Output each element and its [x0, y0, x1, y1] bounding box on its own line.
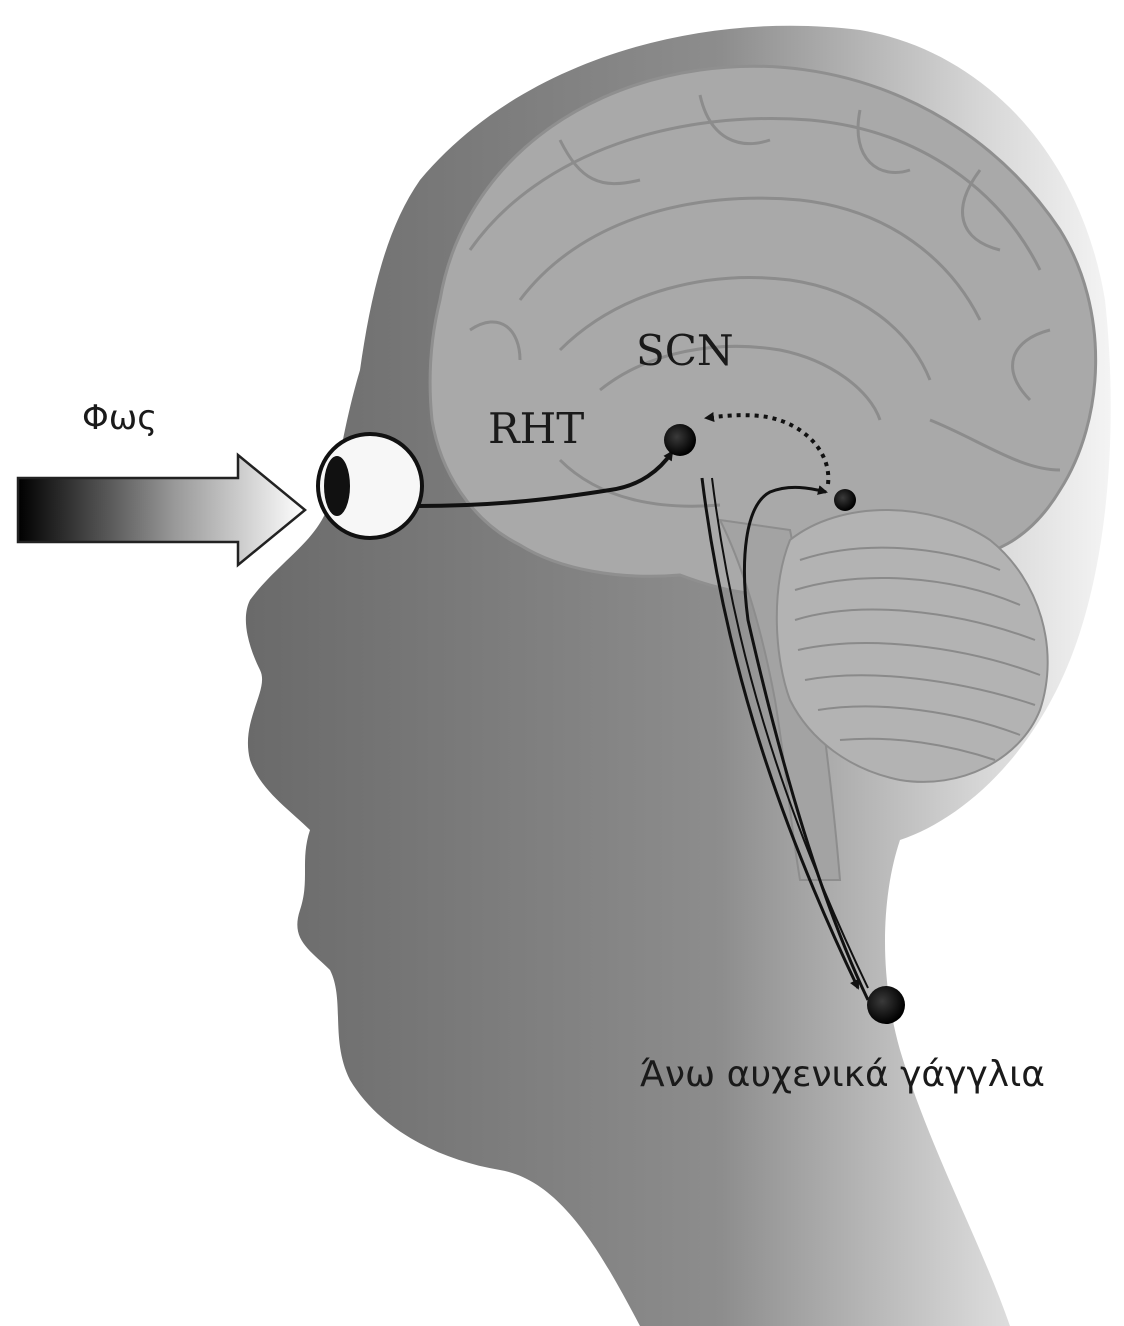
- scn-node: [664, 424, 696, 456]
- ganglia-label: Άνω αυχενικά γάγγλια: [640, 1054, 1045, 1095]
- pineal-node: [834, 489, 856, 511]
- scn-label: SCN: [636, 326, 734, 375]
- rht-label: RHT: [488, 404, 584, 453]
- ganglia-node: [867, 986, 905, 1024]
- light-arrow: [18, 455, 305, 565]
- light-label: Φως: [82, 398, 157, 438]
- eye: [318, 434, 422, 538]
